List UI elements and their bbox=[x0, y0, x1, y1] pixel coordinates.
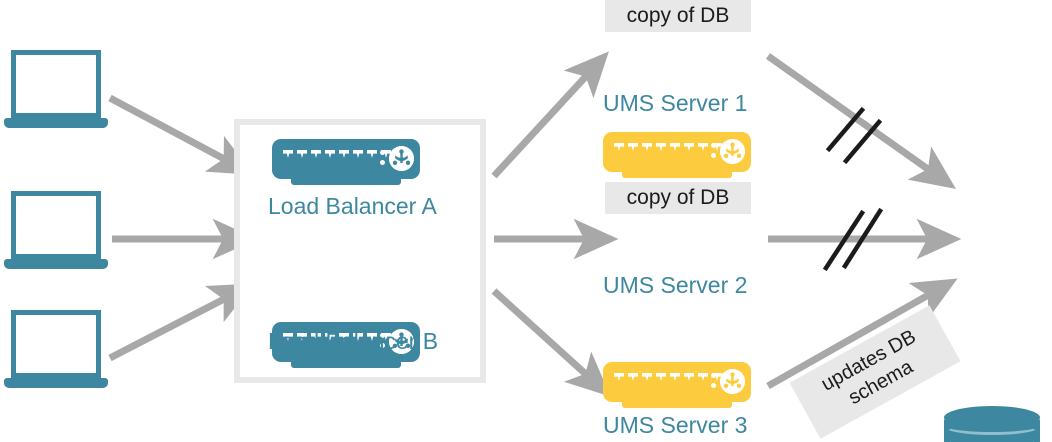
device-foot bbox=[291, 177, 401, 185]
client-laptop-1[interactable] bbox=[4, 50, 108, 148]
edge-client3-to-lb bbox=[108, 283, 255, 362]
laptop-base-icon bbox=[4, 259, 108, 269]
device-ports-icon bbox=[614, 373, 722, 381]
ums-server-2-label: UMS Server 2 bbox=[603, 272, 748, 298]
updates-db-schema-annotation: updates DB schema bbox=[789, 305, 961, 439]
device-leds-icon bbox=[380, 150, 385, 170]
device-foot bbox=[622, 170, 732, 178]
device-ports-icon bbox=[283, 333, 391, 341]
ums-server-2-icon[interactable] bbox=[603, 362, 751, 410]
network-node-icon bbox=[720, 369, 745, 394]
network-node-icon bbox=[389, 146, 414, 171]
laptop-screen-icon bbox=[11, 191, 101, 259]
device-ports-icon bbox=[614, 143, 722, 151]
load-balancer-b-label: Load Balancer B bbox=[268, 328, 439, 354]
ums-server-1-label: UMS Server 1 bbox=[603, 90, 748, 116]
client-laptop-2[interactable] bbox=[4, 191, 108, 289]
edge-lb-to-ums1 bbox=[491, 51, 609, 179]
break-mark-ums2-a bbox=[822, 209, 866, 272]
database-ridge-2 bbox=[944, 431, 1040, 442]
device-leds-icon bbox=[711, 143, 716, 163]
laptop-base-icon bbox=[4, 118, 108, 128]
edge-client1-to-lb bbox=[108, 94, 254, 175]
client-laptop-3[interactable] bbox=[4, 310, 108, 408]
laptop-screen-icon bbox=[11, 310, 101, 378]
database-node[interactable]: DB bbox=[944, 406, 1040, 442]
device-ports-icon bbox=[283, 150, 391, 158]
ums-server-1-tag: copy of DB bbox=[605, 0, 751, 32]
break-mark-ums1-a bbox=[825, 106, 866, 153]
network-node-icon bbox=[720, 139, 745, 164]
edge-lb-to-ums3 bbox=[491, 288, 611, 397]
break-mark-ums2-b bbox=[841, 207, 884, 270]
device-foot bbox=[622, 400, 732, 408]
load-balancer-b-icon[interactable] bbox=[272, 322, 420, 370]
break-mark-ums1-b bbox=[842, 118, 883, 165]
laptop-screen-icon bbox=[11, 50, 101, 118]
laptop-base-icon bbox=[4, 378, 108, 388]
load-balancer-a-icon[interactable] bbox=[272, 139, 420, 187]
edge-ums1-to-db bbox=[765, 53, 957, 189]
device-leds-icon bbox=[711, 373, 716, 393]
network-node-icon bbox=[389, 329, 414, 354]
load-balancer-a-label: Load Balancer A bbox=[268, 193, 437, 219]
device-foot bbox=[291, 360, 401, 368]
ums-server-2-tag: copy of DB bbox=[605, 182, 751, 214]
device-leds-icon bbox=[380, 333, 385, 353]
ums-server-3-label: UMS Server 3 bbox=[603, 412, 748, 438]
ums-server-1-icon[interactable] bbox=[603, 132, 751, 180]
